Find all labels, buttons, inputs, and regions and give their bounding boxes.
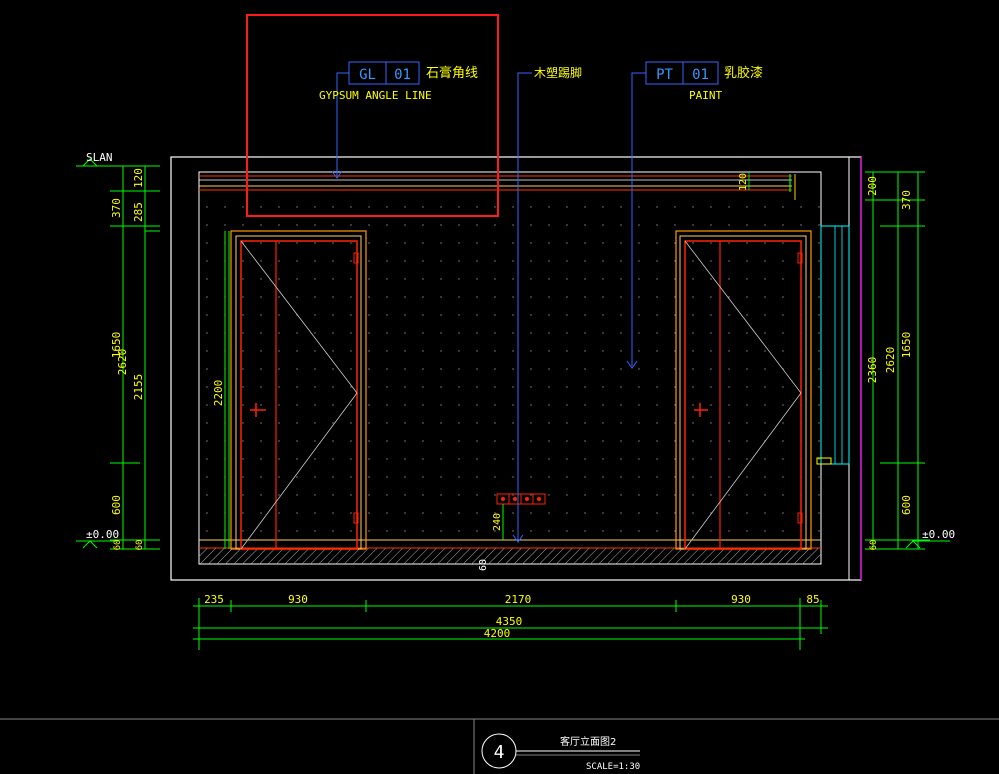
dim-text: 600 <box>110 495 123 515</box>
dim-text: 120 <box>738 173 749 191</box>
door-height-dim: 2200 <box>212 380 225 407</box>
tag-code: GL <box>359 67 376 83</box>
dim-text: 85 <box>806 593 819 606</box>
right-dimension-texts: 200 2360 60 2620 370 1650 600 ±0.00 <box>866 176 955 550</box>
dim-text: 60 <box>135 540 145 551</box>
door-handle-icon <box>694 403 708 417</box>
dim-text: 930 <box>288 593 308 606</box>
tag-number: 01 <box>394 67 411 83</box>
floor-hatch <box>199 548 821 564</box>
leader-lines <box>331 72 646 543</box>
dim-text: 2360 <box>866 357 879 384</box>
drawing-scale: SCALE=1:30 <box>586 762 640 772</box>
dim-text: 930 <box>731 593 751 606</box>
tag-english-label: GYPSUM ANGLE LINE <box>319 89 432 102</box>
tag-chinese-label: 木塑踢脚 <box>534 65 582 80</box>
tag-paint: PT 01 乳胶漆 PAINT <box>645 61 763 102</box>
left-door <box>228 230 367 550</box>
inner-dimensions: 2200 120 240 60 <box>212 173 749 571</box>
dim-text: 285 <box>132 202 145 222</box>
tag-chinese-label: 乳胶漆 <box>724 65 763 81</box>
highlight-box <box>246 14 499 217</box>
dim-text: 370 <box>110 198 123 218</box>
gypsum-cornice <box>199 172 796 200</box>
tag-code: PT <box>656 67 673 83</box>
drawing-title: 客厅立面图2 <box>560 735 616 748</box>
slab-level-label: SLAN <box>86 151 113 164</box>
tag-wood-plastic-skirting: 木塑踢脚 <box>534 65 582 80</box>
window-glass <box>816 225 850 465</box>
dim-text: 600 <box>900 495 913 515</box>
tag-number: 01 <box>692 67 709 83</box>
right-door <box>675 230 812 550</box>
left-dimension-texts: SLAN ±0.00 370 1650 600 60 2620 120 285 … <box>86 151 145 550</box>
dim-text: 2620 <box>116 349 129 376</box>
dim-text: 60 <box>478 559 489 571</box>
dim-text: 235 <box>204 593 224 606</box>
bottom-dimensions <box>193 598 828 650</box>
dim-text: 1650 <box>900 332 913 359</box>
dim-text: 2170 <box>505 593 532 606</box>
tag-chinese-label: 石膏角线 <box>426 65 478 81</box>
dim-text: 2620 <box>884 347 897 374</box>
dim-text: 60 <box>869 540 879 551</box>
tag-gypsum-angle-line: GL 01 石膏角线 GYPSUM ANGLE LINE <box>319 61 478 102</box>
drawing-number: 4 <box>494 742 505 763</box>
dim-text: 2155 <box>132 374 145 401</box>
tag-english-label: PAINT <box>689 89 722 102</box>
dim-text: 120 <box>132 168 145 188</box>
dim-text: 4350 <box>496 615 523 628</box>
wall-outline <box>170 156 862 581</box>
door-swing-line <box>240 240 358 550</box>
zero-level-label-left: ±0.00 <box>86 528 119 541</box>
dim-text: 1650 <box>110 332 123 359</box>
dim-text: 60 <box>113 540 123 551</box>
left-dimensions <box>76 158 160 550</box>
dim-text: 4200 <box>484 627 511 640</box>
door-handle-icon <box>250 403 266 417</box>
dim-text: 200 <box>866 176 879 196</box>
bottom-dimension-texts: 235 930 2170 930 85 4350 4200 <box>204 593 820 640</box>
socket-symbols <box>496 493 546 540</box>
dim-text: 240 <box>492 513 503 531</box>
door-swing-line <box>684 240 802 550</box>
dim-text: 370 <box>900 190 913 210</box>
zero-level-label-right: ±0.00 <box>922 528 955 541</box>
title-block: 4 客厅立面图2 SCALE=1:30 <box>0 718 999 774</box>
right-dimensions <box>865 171 950 550</box>
